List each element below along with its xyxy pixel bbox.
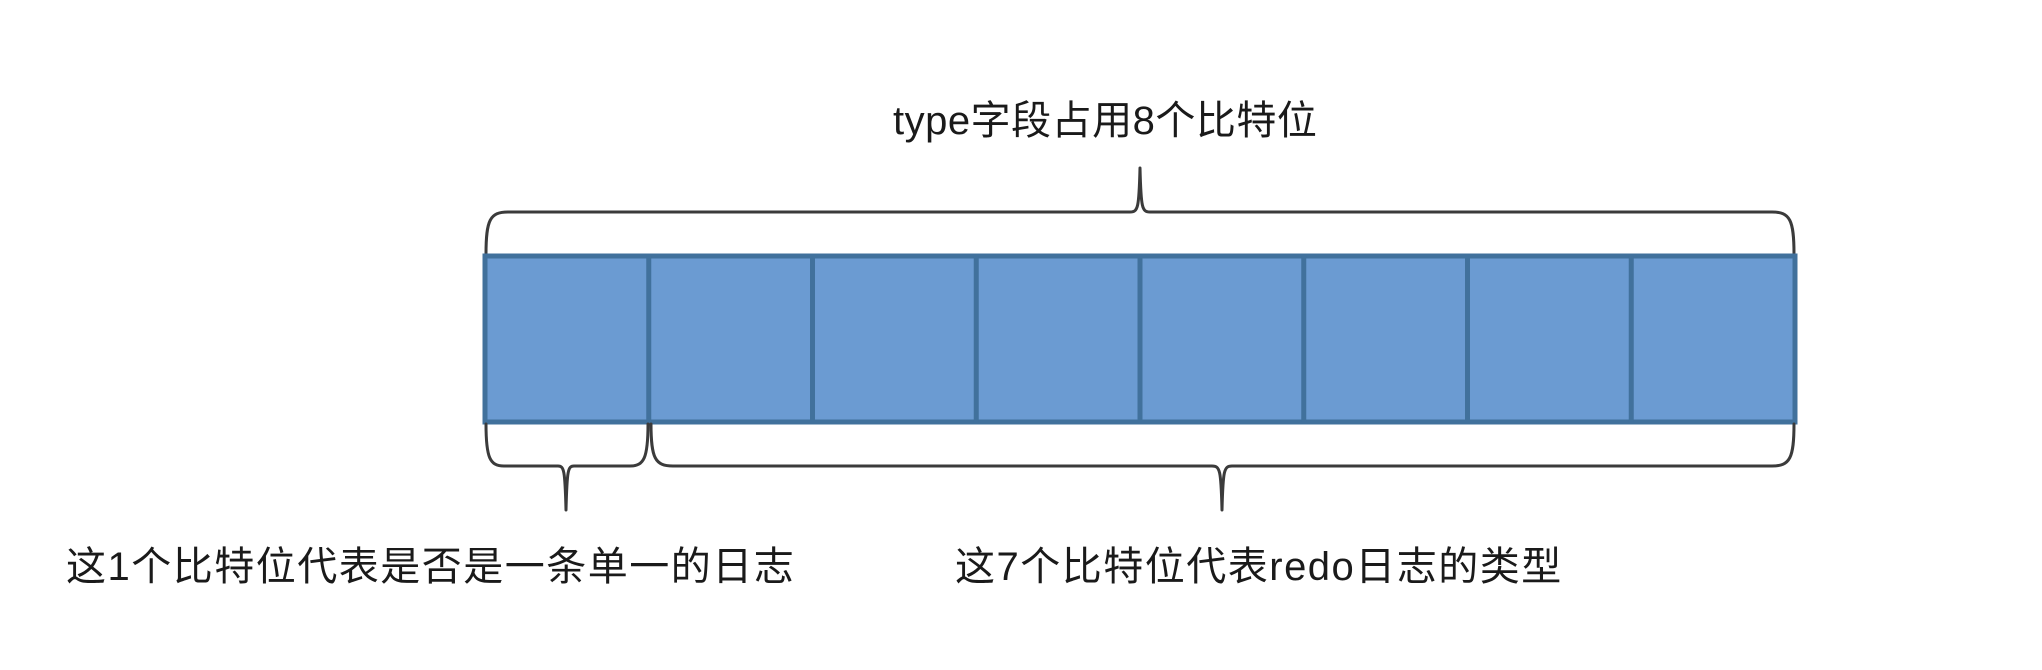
bottom-brace-first-bit bbox=[484, 422, 650, 512]
caption-single-log-bit: 这1个比特位代表是否是一条单一的日志 bbox=[66, 545, 796, 589]
bottom-brace-last-seven-bits bbox=[649, 422, 1796, 512]
caption-redo-log-type-bits: 这7个比特位代表redo日志的类型 bbox=[955, 545, 1563, 589]
top-brace-all-8-bits bbox=[484, 166, 1796, 256]
bitfield-bar bbox=[482, 253, 1798, 425]
title-label: type字段占用8个比特位 bbox=[893, 99, 1318, 143]
